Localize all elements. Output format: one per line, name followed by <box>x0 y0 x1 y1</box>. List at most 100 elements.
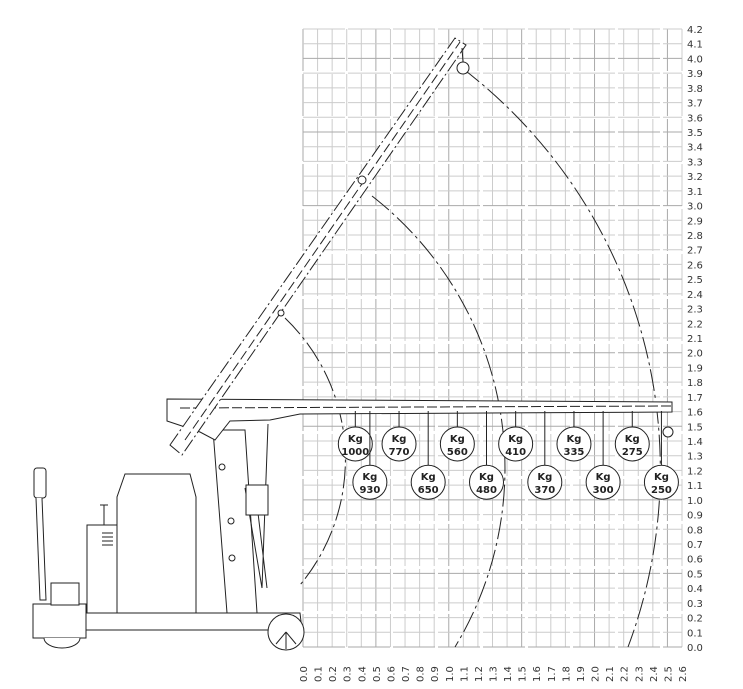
y-tick-label: 0.9 <box>687 511 703 522</box>
load-circle <box>381 426 417 462</box>
x-tick-label: 1.8 <box>561 666 572 682</box>
y-tick-label: 3.7 <box>687 99 703 110</box>
y-tick-label: 4.0 <box>687 54 703 65</box>
x-tick-label: 0.0 <box>299 666 310 682</box>
y-tick-label: 3.2 <box>687 172 703 183</box>
y-tick-label: 2.8 <box>687 231 703 242</box>
x-tick-label: 0.6 <box>386 666 397 682</box>
load-circle <box>439 426 475 462</box>
front-wheel-spokes <box>275 631 297 649</box>
counterweight <box>116 473 197 614</box>
y-tick-label: 1.6 <box>687 408 703 419</box>
y-tick-label: 1.9 <box>687 363 703 374</box>
load-unit: Kg <box>625 434 640 445</box>
y-tick-label: 0.1 <box>687 628 703 639</box>
boom-joint <box>357 175 367 185</box>
mast-hole <box>218 463 226 471</box>
boom-inner-line <box>179 405 673 409</box>
hook-raised <box>456 61 470 75</box>
y-tick-label: 2.2 <box>687 319 703 330</box>
y-tick-label: 0.7 <box>687 540 703 551</box>
drive-unit <box>50 582 80 606</box>
y-tick-label: 3.0 <box>687 202 703 213</box>
reach-arc-middle <box>371 195 506 648</box>
y-tick-label: 1.2 <box>687 466 703 477</box>
load-label: Kg 1000 <box>337 411 373 462</box>
grid <box>302 28 683 648</box>
y-tick-label: 2.4 <box>687 290 703 301</box>
x-tick-label: 2.1 <box>605 666 616 682</box>
y-tick-label: 4.1 <box>687 40 703 51</box>
load-circle <box>556 426 592 462</box>
y-tick-label: 2.6 <box>687 260 703 271</box>
x-tick-label: 2.5 <box>663 666 674 682</box>
y-tick-label: 3.3 <box>687 157 703 168</box>
x-tick-label: 2.3 <box>634 666 645 682</box>
load-circle <box>337 426 373 462</box>
y-tick-label: 2.1 <box>687 334 703 345</box>
y-tick-label: 0.0 <box>687 643 703 654</box>
load-unit: Kg <box>654 472 669 483</box>
load-circle <box>585 464 621 500</box>
load-unit: Kg <box>508 434 523 445</box>
load-unit: Kg <box>596 472 611 483</box>
y-tick-label: 1.3 <box>687 452 703 463</box>
y-tick-label: 0.6 <box>687 555 703 566</box>
reach-arc-inner <box>284 317 346 586</box>
mast-hole <box>227 517 235 525</box>
load-value: 1000 <box>341 447 369 458</box>
load-value: 250 <box>651 485 672 496</box>
mast <box>212 429 258 614</box>
y-tick-label: 1.5 <box>687 422 703 433</box>
x-tick-label: 2.0 <box>591 666 602 682</box>
load-value: 650 <box>418 485 439 496</box>
y-tick-label: 0.5 <box>687 569 703 580</box>
x-tick-label: 0.7 <box>401 666 412 682</box>
y-tick-label: 3.6 <box>687 113 703 124</box>
load-value: 560 <box>447 447 468 458</box>
load-label: Kg 650 <box>410 411 446 500</box>
x-tick-label: 1.4 <box>503 666 514 682</box>
load-labels: Kg1000Kg930Kg770Kg650Kg560Kg480Kg410Kg37… <box>337 411 679 500</box>
y-tick-label: 2.9 <box>687 216 703 227</box>
load-unit: Kg <box>348 434 363 445</box>
hook-horizontal <box>662 426 674 438</box>
y-tick-label: 0.8 <box>687 525 703 536</box>
reach-arcs <box>284 67 661 648</box>
load-value: 370 <box>534 485 555 496</box>
x-tick-label: 0.2 <box>328 666 339 682</box>
load-unit: Kg <box>421 472 436 483</box>
x-tick-label: 1.5 <box>518 666 529 682</box>
y-tick-label: 3.8 <box>687 84 703 95</box>
tiller-arm <box>35 497 47 601</box>
tiller-handle <box>33 467 47 499</box>
load-circle <box>643 464 679 500</box>
y-tick-label: 2.3 <box>687 305 703 316</box>
load-label: Kg 250 <box>643 411 679 500</box>
y-tick-label: 3.1 <box>687 187 703 198</box>
x-tick-label: 2.2 <box>620 666 631 682</box>
load-circle <box>614 426 650 462</box>
load-unit: Kg <box>479 472 494 483</box>
y-tick-label: 1.4 <box>687 437 703 448</box>
load-unit: Kg <box>392 434 407 445</box>
boom-joint <box>277 309 285 317</box>
load-circle <box>469 464 504 500</box>
x-tick-label: 2.6 <box>678 666 689 682</box>
y-tick-label: 3.5 <box>687 128 703 139</box>
load-value: 335 <box>564 447 585 458</box>
load-unit: Kg <box>362 472 377 483</box>
y-tick-label: 1.0 <box>687 496 703 507</box>
y-tick-label: 2.0 <box>687 349 703 360</box>
hook-line <box>461 47 464 63</box>
y-tick-label: 1.8 <box>687 378 703 389</box>
mast-hole <box>228 554 236 562</box>
y-tick-label: 3.9 <box>687 69 703 80</box>
